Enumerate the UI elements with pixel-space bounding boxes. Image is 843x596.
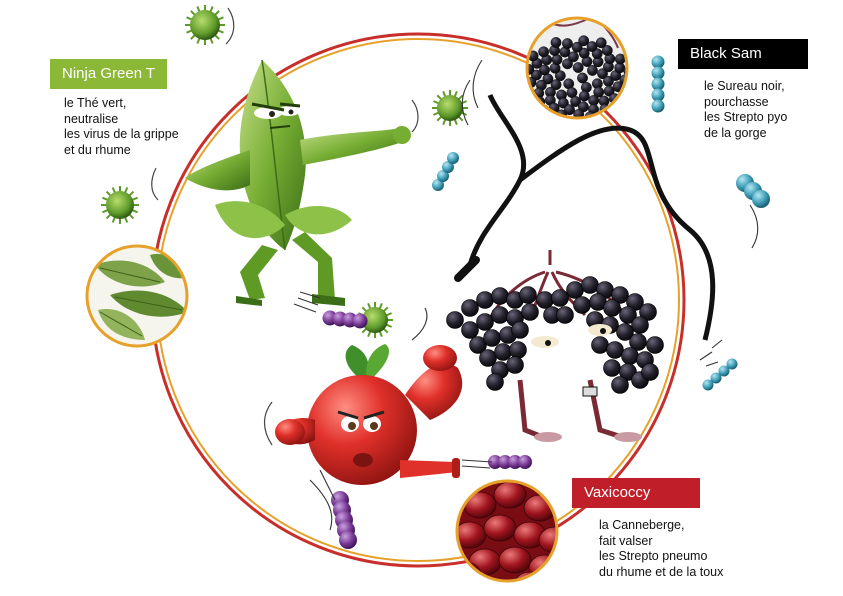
ninja-green-t-tag: Ninja Green T <box>50 59 168 89</box>
elderberry-berry <box>606 341 624 359</box>
virus-icon <box>185 5 225 45</box>
elderberry-berry <box>581 276 599 294</box>
elderberry-berry <box>639 303 657 321</box>
elderberry-berry <box>616 323 634 341</box>
streptococcus-chain-icon <box>322 310 368 329</box>
elderberry-berry <box>573 296 591 314</box>
black-sam-line-1: le Sureau noir, <box>704 79 785 93</box>
elderberry-berry <box>509 341 527 359</box>
elderberry-berry <box>603 299 621 317</box>
black-sam-line-3: les Strepto pyo <box>704 110 788 124</box>
elderberry-berry <box>486 373 504 391</box>
streptococcus-chain-icon <box>488 455 532 469</box>
elderberry-berry <box>494 343 512 361</box>
ninja-line-3: les virus de la grippe <box>64 127 179 141</box>
ninja-tea-leaf-character <box>151 7 419 306</box>
elderberry-berry <box>521 303 539 321</box>
elderberry-berry <box>483 329 501 347</box>
streptococcus-chain-icon <box>331 491 357 549</box>
vaxicoccy-cranberry-character <box>263 307 463 485</box>
black-sam-line-2: pourchasse <box>704 94 769 109</box>
elderberry-berry <box>556 306 574 324</box>
black-sam-description: le Sureau noir, pourchasse les Strepto p… <box>704 79 787 141</box>
elderberry-berry <box>491 306 509 324</box>
elderberry-berry <box>479 349 497 367</box>
elderberry-berry <box>619 306 637 324</box>
elderberry-berry <box>536 291 554 309</box>
elderberry-berry <box>611 286 629 304</box>
virus-icon <box>357 302 393 338</box>
streptococcus-chain-icon <box>651 55 665 113</box>
elderberry-berry <box>629 333 647 351</box>
vaxicoccy-line-4: du rhume et de la toux <box>599 564 724 579</box>
black-sam-line-4: de la gorge <box>704 125 767 140</box>
elderberry-berry <box>519 286 537 304</box>
streptococcus-chain-icon <box>432 152 459 191</box>
elderberry-berry <box>631 316 649 334</box>
elderberry-berry <box>551 289 569 307</box>
vaxicoccy-line-2: fait valser <box>599 533 653 548</box>
vaxicoccy-line-3: les Strepto pneumo <box>599 549 708 563</box>
ninja-line-1: le Thé vert, <box>64 96 127 110</box>
elderberry-berry <box>491 287 509 305</box>
virus-group <box>101 5 468 338</box>
elderberry-berry <box>646 336 664 354</box>
streptococcus-chain-icon <box>702 358 738 391</box>
cranberry-photo-icon <box>455 479 559 583</box>
virus-icon <box>432 90 468 126</box>
elderberry-berry <box>476 291 494 309</box>
elderberry-berry <box>461 321 479 339</box>
tea-leaves-photo-icon <box>85 244 189 348</box>
elderberry-berry <box>461 299 479 317</box>
ninja-line-2: neutralise <box>64 111 119 126</box>
elderberry-photo-icon <box>525 16 629 120</box>
black-sam-tag: Black Sam <box>678 39 808 69</box>
elderberry-berry <box>603 359 621 377</box>
vaxicoccy-description: la Canneberge, fait valser les Strepto p… <box>599 518 723 580</box>
black-sam-elderberry-character <box>446 94 716 442</box>
elderberry-berry <box>476 313 494 331</box>
elderberry-berry <box>511 321 529 339</box>
streptococcus-chain-icon <box>736 174 770 208</box>
vaxicoccy-tag: Vaxicoccy <box>572 478 700 508</box>
ninja-line-4: et du rhume <box>64 142 131 157</box>
streptococcus-group <box>322 55 770 549</box>
vaxicoccy-line-1: la Canneberge, <box>599 518 685 532</box>
elderberry-berry <box>621 347 639 365</box>
elderberry-berry <box>506 356 524 374</box>
elderberry-berry <box>469 336 487 354</box>
elderberry-berry <box>446 311 464 329</box>
elderberry-berry <box>566 281 584 299</box>
elderberry-berry <box>611 376 629 394</box>
elderberry-berry <box>641 363 659 381</box>
elderberry-berry <box>591 336 609 354</box>
ninja-green-t-description: le Thé vert, neutralise les virus de la … <box>64 96 179 158</box>
motion-lines <box>293 59 759 531</box>
virus-icon <box>101 186 139 224</box>
